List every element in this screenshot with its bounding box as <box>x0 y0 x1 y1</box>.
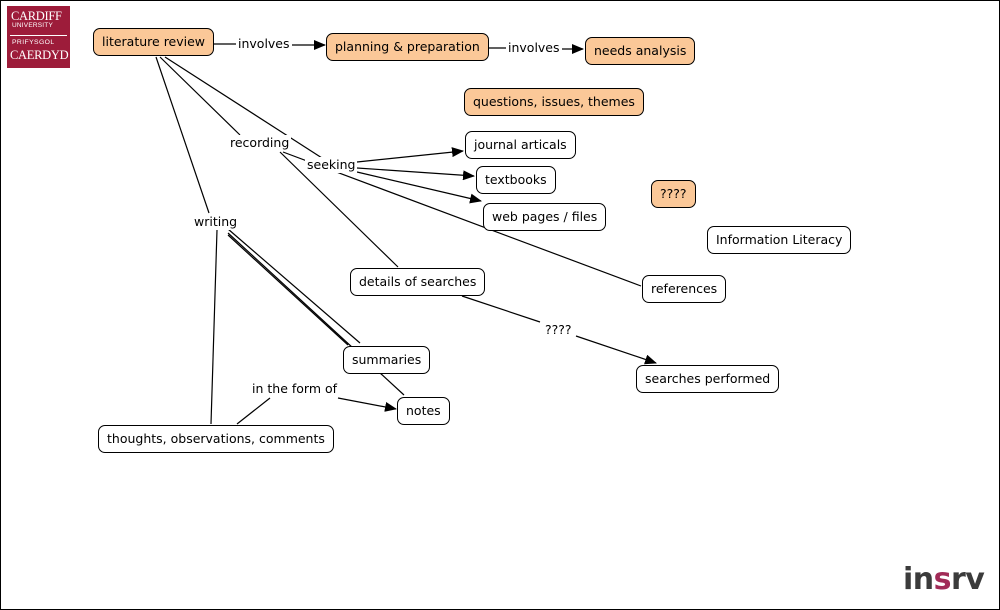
node-journal-articals[interactable]: journal articals <box>465 131 576 159</box>
link-label-involves-1: involves <box>236 36 292 52</box>
link-unknown-searches <box>575 335 657 365</box>
link-recording-details <box>279 151 399 268</box>
link-seeking-webpages <box>356 171 482 204</box>
link-label-involves-2: involves <box>506 40 562 56</box>
link-writing-summaries-a <box>227 228 361 344</box>
link-recording-references <box>282 151 642 287</box>
node-planning-preparation[interactable]: planning & preparation <box>326 33 489 61</box>
logo-text-line2: UNIVERSITY <box>12 22 54 29</box>
cardiff-university-logo: CARDIFF UNIVERSITY PRIFYSGOL CAERDYD <box>7 6 70 68</box>
link-writing-summaries-b <box>227 234 349 346</box>
node-needs-analysis[interactable]: needs analysis <box>585 37 696 65</box>
node-details-of-searches[interactable]: details of searches <box>350 268 486 296</box>
link-label-writing: writing <box>192 214 240 230</box>
node-web-pages-files[interactable]: web pages / files <box>483 203 607 231</box>
logo-text-line1: CARDIFF <box>11 9 62 23</box>
node-literature-review[interactable]: literature review <box>93 28 215 56</box>
logo-text-line4: CAERDYD <box>10 48 69 62</box>
insrv-logo-accent: s <box>933 562 952 597</box>
link-litreview-seeking <box>164 56 323 159</box>
node-searches-performed[interactable]: searches performed <box>636 365 780 393</box>
node-unknown-orange[interactable]: ???? <box>651 180 696 208</box>
link-form-notes <box>337 397 397 412</box>
link-label-in-the-form-of: in the form of <box>250 381 340 397</box>
link-label-unknown: ???? <box>543 322 574 338</box>
node-summaries[interactable]: summaries <box>343 346 431 374</box>
node-thoughts-observations-comments[interactable]: thoughts, observations, comments <box>98 425 334 453</box>
link-litreview-writing <box>155 56 210 214</box>
link-details-unknown <box>461 295 541 323</box>
insrv-logo-prefix: in <box>903 562 934 597</box>
link-label-recording: recording <box>228 135 292 151</box>
insrv-logo-suffix: rv <box>951 562 985 597</box>
link-seeking-journal <box>356 147 464 163</box>
link-writing-thoughts <box>210 229 218 425</box>
node-notes[interactable]: notes <box>397 397 450 425</box>
link-litreview-recording <box>159 56 241 136</box>
node-textbooks[interactable]: textbooks <box>476 166 556 194</box>
insrv-logo: insrv <box>903 560 985 600</box>
link-label-seeking: seeking <box>305 157 358 173</box>
node-references[interactable]: references <box>642 275 727 303</box>
logo-text-line3: PRIFYSGOL <box>12 39 55 46</box>
logo-divider <box>10 35 67 36</box>
link-thoughts-form <box>236 397 271 425</box>
node-questions-issues-themes[interactable]: questions, issues, themes <box>464 88 644 116</box>
node-information-literacy[interactable]: Information Literacy <box>707 226 852 254</box>
link-seeking-textbooks <box>356 167 475 181</box>
